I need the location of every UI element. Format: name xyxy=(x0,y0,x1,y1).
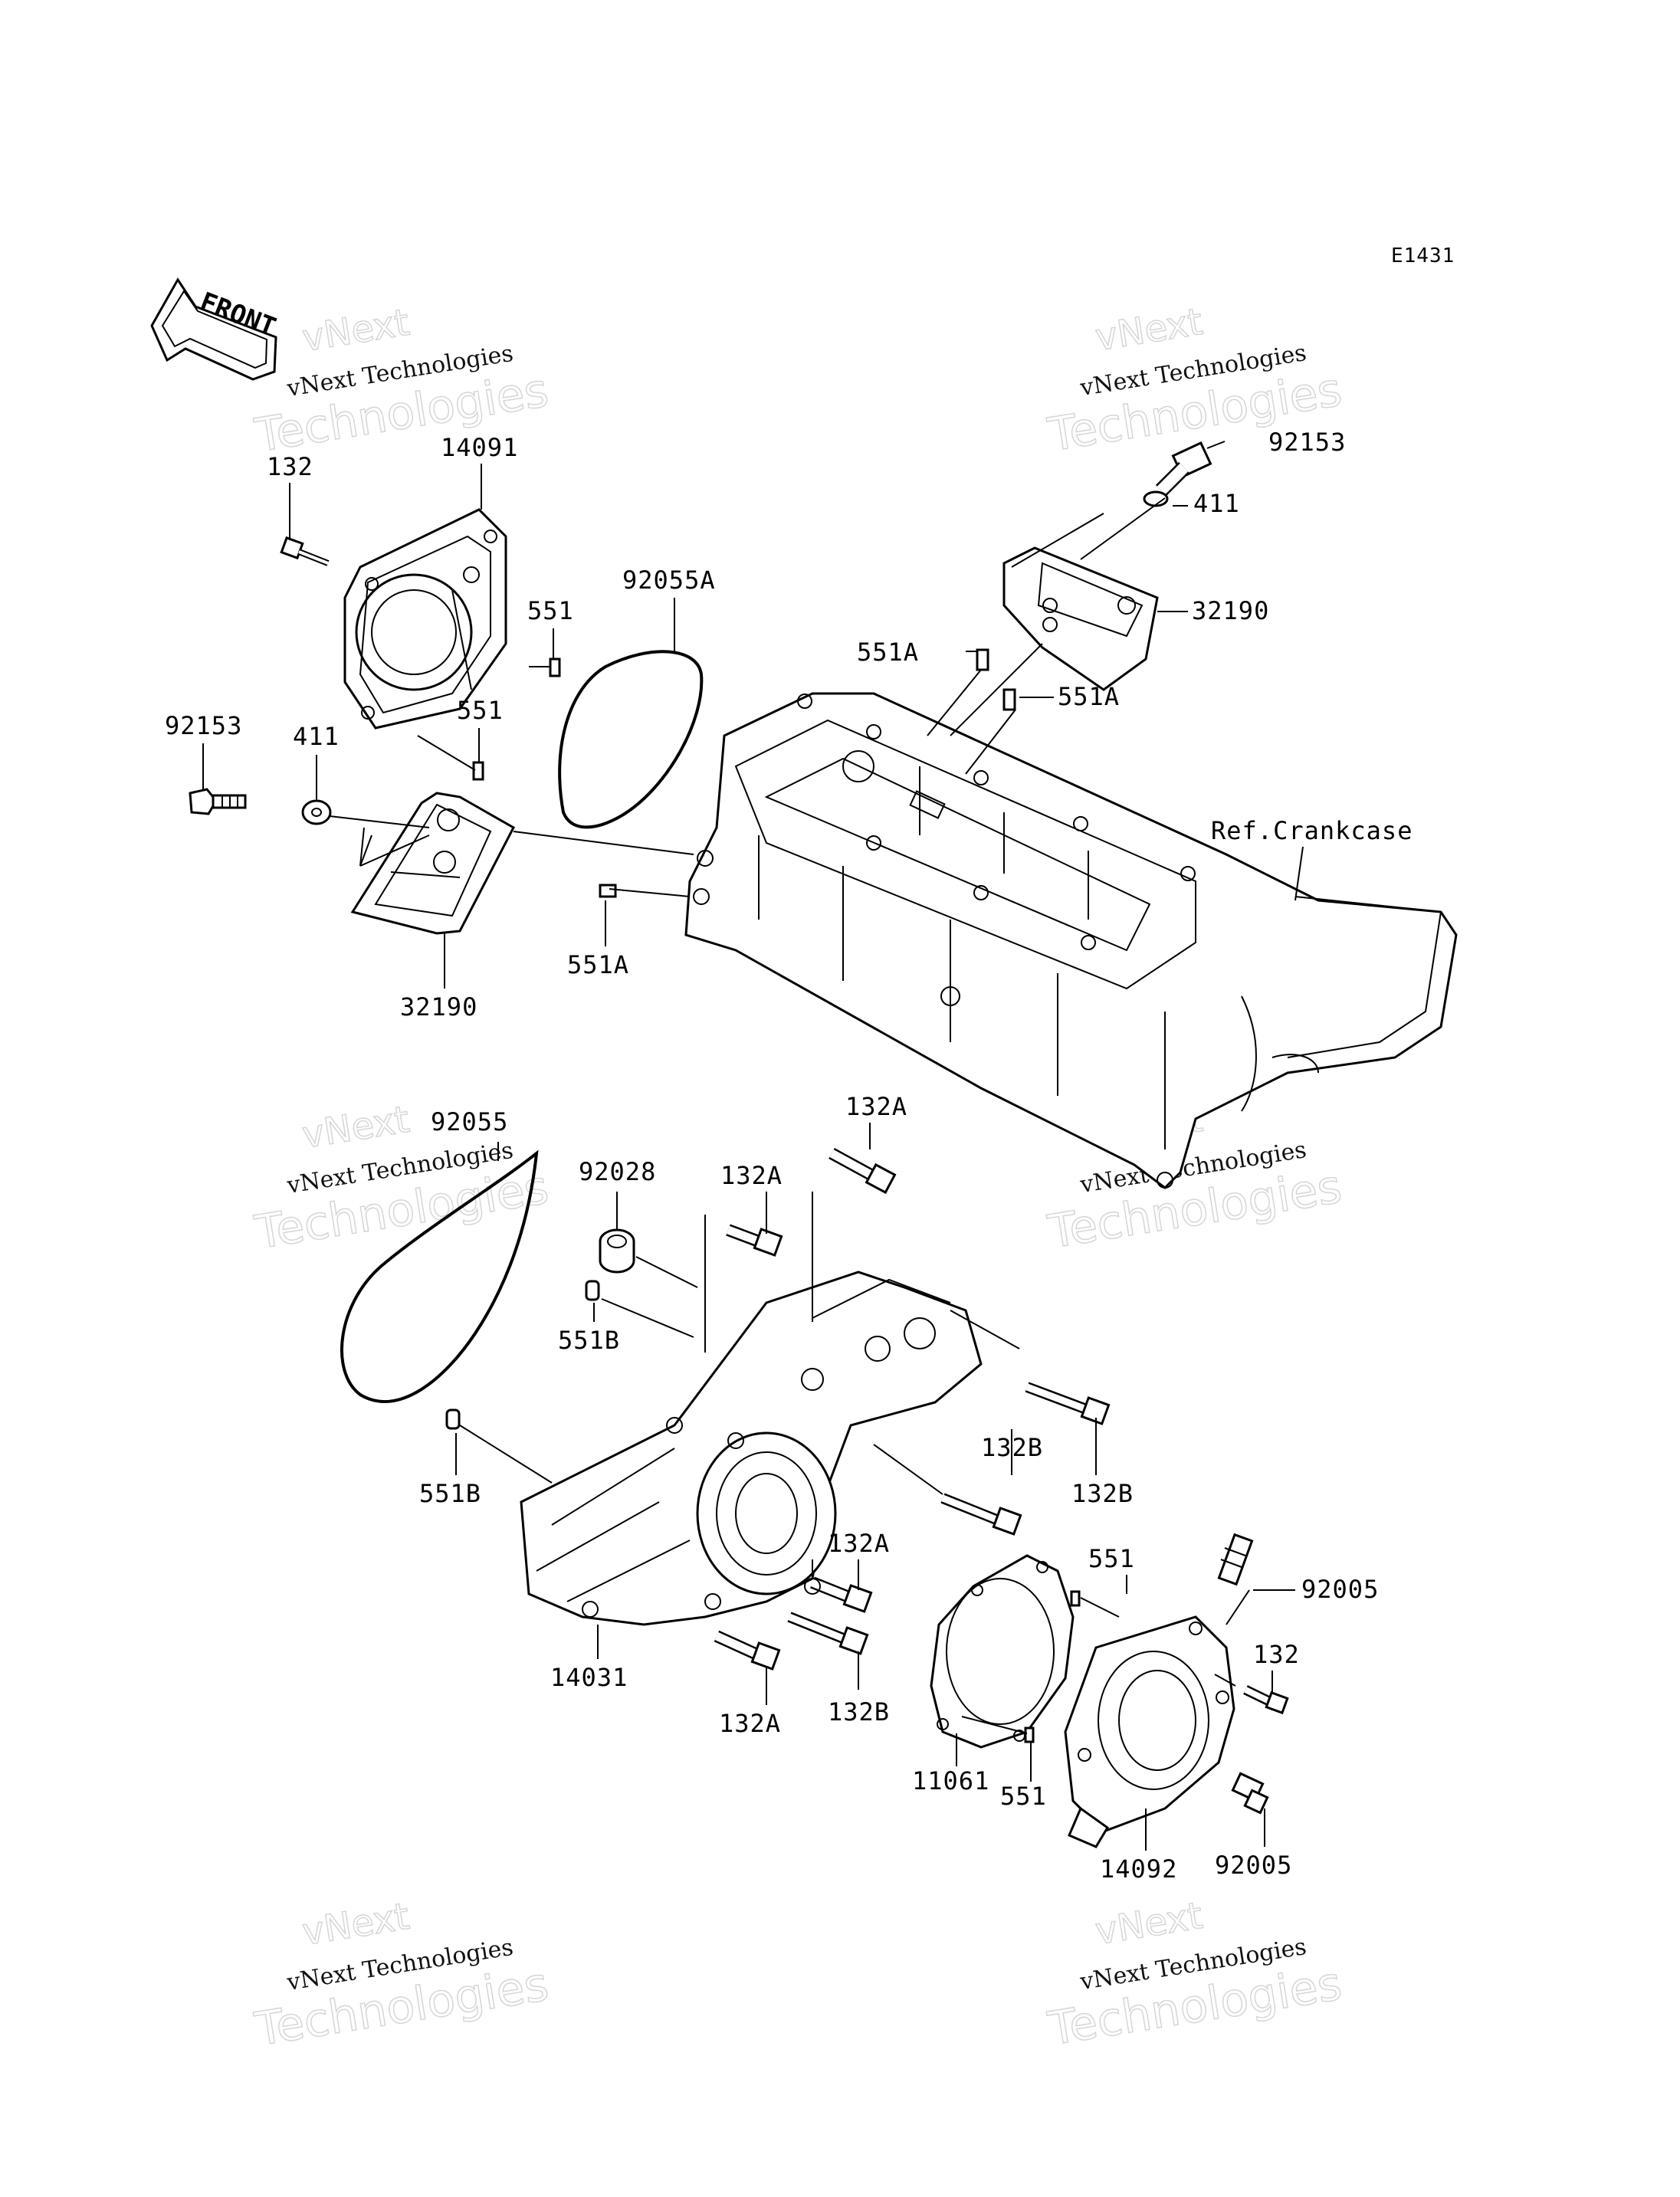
label-14091: 14091 xyxy=(441,433,518,462)
label-551A-top-a: 551A xyxy=(857,638,919,667)
dowel-pin-551-a xyxy=(549,657,561,677)
cover-14092 xyxy=(1064,1615,1235,1848)
label-132-top: 132 xyxy=(267,452,313,481)
washer-411-left xyxy=(301,799,332,825)
plug-92005-bottom xyxy=(1231,1772,1269,1815)
bolt-132B-c xyxy=(787,1612,869,1655)
bolt-132A-d xyxy=(714,1630,781,1671)
dowel-pin-551A-left xyxy=(599,884,617,898)
label-551B-b: 551B xyxy=(419,1479,481,1508)
watermark-mid-left: vNext vNext Technologies Technologies xyxy=(251,1097,553,1261)
seal-92028 xyxy=(599,1228,635,1274)
bolt-132A-a xyxy=(829,1147,897,1195)
cover-14091 xyxy=(343,508,507,730)
cover-14031 xyxy=(520,1271,983,1626)
diagram-code: E1431 xyxy=(1391,244,1455,267)
label-32190-top: 32190 xyxy=(1192,596,1269,625)
leader-lines xyxy=(202,441,1304,1851)
watermark-bottom-right: vNext vNext Technologies Technologies xyxy=(1044,1894,1346,2057)
bolt-132A-b xyxy=(726,1224,783,1257)
label-11061: 11061 xyxy=(912,1766,989,1795)
label-411-top: 411 xyxy=(1193,489,1240,518)
dowel-pin-551A-top-b xyxy=(1002,688,1016,711)
bolt-92153-left xyxy=(189,788,247,815)
washer-411-top xyxy=(1143,490,1169,507)
dowel-pin-551B-b xyxy=(445,1408,461,1430)
front-arrow-icon: FRONT xyxy=(150,277,280,381)
part-labels: 92153 411 32190 551A 551A Ref.Crankcase … xyxy=(165,428,1413,1884)
dowel-pin-551A-top-a xyxy=(976,648,989,671)
label-551-d: 551 xyxy=(1000,1782,1047,1811)
watermark-line-1: vNext xyxy=(1093,1894,1206,1953)
label-132A-d: 132A xyxy=(719,1709,781,1738)
bracket-32190-top xyxy=(1002,546,1159,691)
bolt-132-lower xyxy=(1243,1685,1289,1715)
label-32190-left: 32190 xyxy=(400,992,477,1021)
label-551-c: 551 xyxy=(1088,1544,1135,1573)
label-14031: 14031 xyxy=(550,1663,628,1692)
label-551-b: 551 xyxy=(457,696,504,725)
label-132A-c: 132A xyxy=(828,1529,890,1558)
label-411-left: 411 xyxy=(293,722,340,751)
label-132B-b: 132B xyxy=(981,1433,1043,1462)
label-132A-b: 132A xyxy=(720,1161,783,1190)
o-ring-92055A xyxy=(558,650,704,829)
dowel-pin-551-d xyxy=(1024,1726,1035,1743)
label-132A-a: 132A xyxy=(845,1092,907,1121)
label-132-lower: 132 xyxy=(1253,1640,1300,1669)
label-551A-top-b: 551A xyxy=(1058,682,1120,711)
watermark-line-1: vNext xyxy=(300,1895,412,1954)
label-92153-top: 92153 xyxy=(1268,428,1346,457)
label-14092: 14092 xyxy=(1100,1854,1177,1884)
label-92005-a: 92005 xyxy=(1301,1575,1379,1604)
dowel-pin-551-b xyxy=(472,761,484,781)
label-92055A: 92055A xyxy=(622,566,716,595)
watermark-top-right: vNext vNext Technologies Technologies xyxy=(1044,300,1346,463)
label-551B-a: 551B xyxy=(558,1326,620,1355)
bolt-132B-b xyxy=(940,1493,1022,1536)
fitting-92005-top xyxy=(1217,1533,1254,1586)
watermark-bottom-left: vNext vNext Technologies Technologies xyxy=(251,1894,553,2058)
gasket-11061 xyxy=(930,1554,1075,1749)
o-ring-92055 xyxy=(340,1149,539,1403)
bolt-132B-a xyxy=(1025,1382,1111,1425)
watermark-line-1: vNext xyxy=(300,1098,412,1157)
bolt-92153-top xyxy=(1155,441,1212,497)
crankcase-reference xyxy=(684,692,1458,1189)
watermark-line-1: vNext xyxy=(300,301,412,360)
dowel-pin-551B-a xyxy=(585,1280,600,1301)
label-92055: 92055 xyxy=(431,1107,508,1136)
dowel-pin-551-c xyxy=(1070,1590,1081,1607)
bolt-132A-c xyxy=(810,1576,873,1613)
label-551-a: 551 xyxy=(527,596,574,625)
label-92005-b: 92005 xyxy=(1215,1851,1292,1880)
watermark-line-1: vNext xyxy=(1093,300,1206,359)
label-ref-crankcase: Ref.Crankcase xyxy=(1211,816,1413,845)
label-92028: 92028 xyxy=(579,1157,656,1186)
bracket-32190-left xyxy=(350,792,515,935)
bolt-132-top xyxy=(280,536,330,566)
label-551A-left: 551A xyxy=(567,950,629,979)
label-132B-a: 132B xyxy=(1071,1479,1134,1508)
label-132B-c: 132B xyxy=(828,1697,890,1726)
label-92153-left: 92153 xyxy=(165,711,242,740)
